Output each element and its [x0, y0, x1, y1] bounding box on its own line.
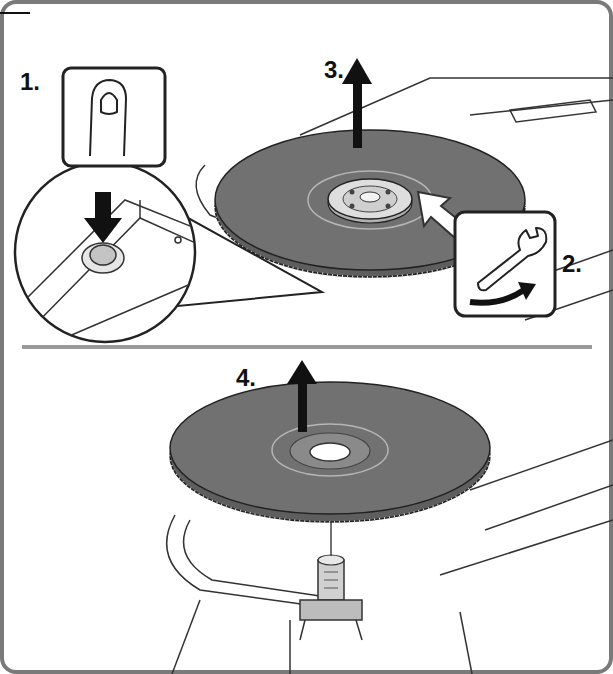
callout-number: 1.: [20, 70, 40, 94]
callout-number: 3.: [324, 58, 344, 82]
callout-number: 2.: [562, 252, 582, 276]
callout-number: 4.: [236, 366, 256, 390]
